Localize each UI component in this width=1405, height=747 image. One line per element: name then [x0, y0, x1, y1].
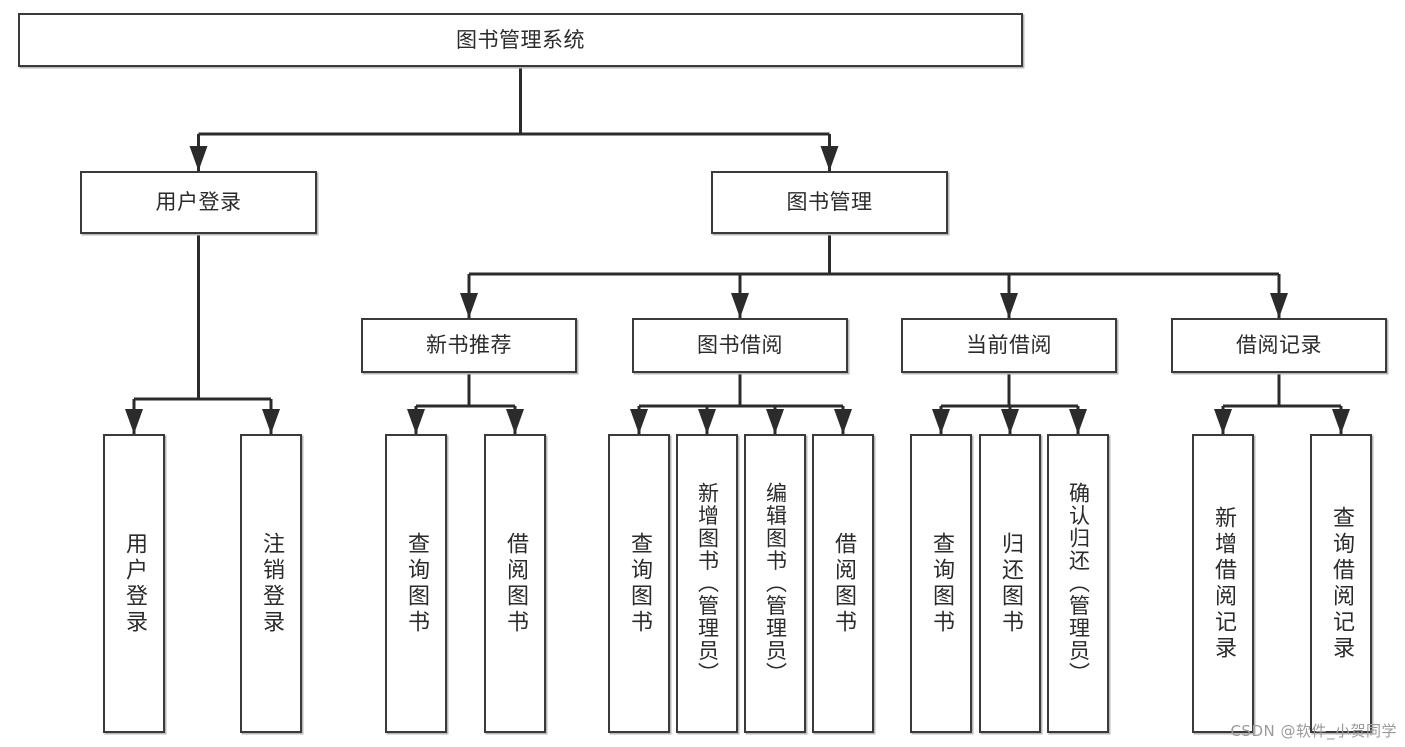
arrowhead-icon — [834, 409, 852, 434]
node-root[interactable]: 图书管理系统 — [18, 13, 1023, 67]
arrowhead-icon — [407, 409, 425, 434]
node-new-book-recommend[interactable]: 新书推荐 — [361, 318, 577, 373]
node-leaf-borrow-book-recommend[interactable]: 借阅图书 — [484, 434, 546, 733]
node-book-manage[interactable]: 图书管理 — [711, 171, 948, 234]
node-label: 新增借阅记录 — [1211, 505, 1236, 662]
node-leaf-query-book-recommend[interactable]: 查询图书 — [385, 434, 447, 733]
node-label: 借阅记录 — [1236, 333, 1322, 358]
arrowhead-icon — [1069, 409, 1087, 434]
node-label: 确认归还（管理员） — [1066, 482, 1091, 685]
node-label: 新增图书（管理员） — [695, 482, 720, 685]
connector-c-root — [189, 67, 839, 171]
node-leaf-query-book-borrow[interactable]: 查询图书 — [608, 434, 670, 733]
node-label: 查询图书 — [929, 531, 954, 636]
node-label: 借阅图书 — [503, 531, 528, 636]
arrowhead-icon — [698, 409, 716, 434]
node-label: 查询借阅记录 — [1329, 505, 1354, 662]
node-label: 归还图书 — [998, 531, 1023, 636]
arrowhead-icon — [766, 409, 784, 434]
node-label: 用户登录 — [122, 531, 147, 636]
node-label: 查询图书 — [404, 531, 429, 636]
arrowhead-icon — [820, 146, 839, 171]
connector-c-current-borrow — [932, 373, 1087, 434]
node-leaf-borrow-book[interactable]: 借阅图书 — [812, 434, 874, 733]
node-label: 新书推荐 — [426, 333, 512, 358]
arrowhead-icon — [1000, 293, 1018, 318]
node-label: 编辑图书（管理员） — [763, 482, 788, 685]
arrowhead-icon — [731, 293, 749, 318]
connector-c-book-borrow — [630, 373, 852, 434]
arrowhead-icon — [460, 293, 478, 318]
node-leaf-edit-book[interactable]: 编辑图书（管理员） — [744, 434, 806, 733]
node-label: 图书管理 — [786, 190, 873, 215]
node-leaf-query-record[interactable]: 查询借阅记录 — [1310, 434, 1372, 733]
arrowhead-icon — [125, 409, 143, 434]
node-label: 借阅图书 — [831, 531, 856, 636]
node-leaf-logout[interactable]: 注销登录 — [240, 434, 302, 733]
node-leaf-confirm-return[interactable]: 确认归还（管理员） — [1047, 434, 1109, 733]
arrowhead-icon — [630, 409, 648, 434]
node-leaf-add-record[interactable]: 新增借阅记录 — [1192, 434, 1254, 733]
node-book-borrow[interactable]: 图书借阅 — [632, 318, 848, 373]
node-label: 注销登录 — [259, 531, 284, 636]
connector-c-book-manage — [460, 234, 1288, 318]
connector-c-user-login — [125, 234, 280, 434]
arrowhead-icon — [262, 409, 280, 434]
node-user-login[interactable]: 用户登录 — [80, 171, 317, 234]
node-label: 图书管理系统 — [456, 27, 585, 52]
arrowhead-icon — [1214, 409, 1232, 434]
node-label: 查询图书 — [627, 531, 652, 636]
arrowhead-icon — [932, 409, 950, 434]
arrowhead-icon — [1270, 293, 1288, 318]
node-leaf-return-book[interactable]: 归还图书 — [979, 434, 1041, 733]
node-current-borrow[interactable]: 当前借阅 — [901, 318, 1117, 373]
node-label: 图书借阅 — [697, 333, 783, 358]
node-leaf-add-book[interactable]: 新增图书（管理员） — [676, 434, 738, 733]
arrowhead-icon — [1001, 409, 1019, 434]
arrowhead-icon — [189, 146, 208, 171]
arrowhead-icon — [1332, 409, 1350, 434]
connector-c-borrow-record — [1214, 373, 1350, 434]
node-label: 用户登录 — [155, 190, 242, 215]
node-label: 当前借阅 — [966, 333, 1052, 358]
arrowhead-icon — [506, 409, 524, 434]
connector-c-new-book-recommend — [407, 373, 524, 434]
node-leaf-query-book-current[interactable]: 查询图书 — [910, 434, 972, 733]
node-borrow-record[interactable]: 借阅记录 — [1171, 318, 1387, 373]
node-leaf-user-login[interactable]: 用户登录 — [103, 434, 165, 733]
